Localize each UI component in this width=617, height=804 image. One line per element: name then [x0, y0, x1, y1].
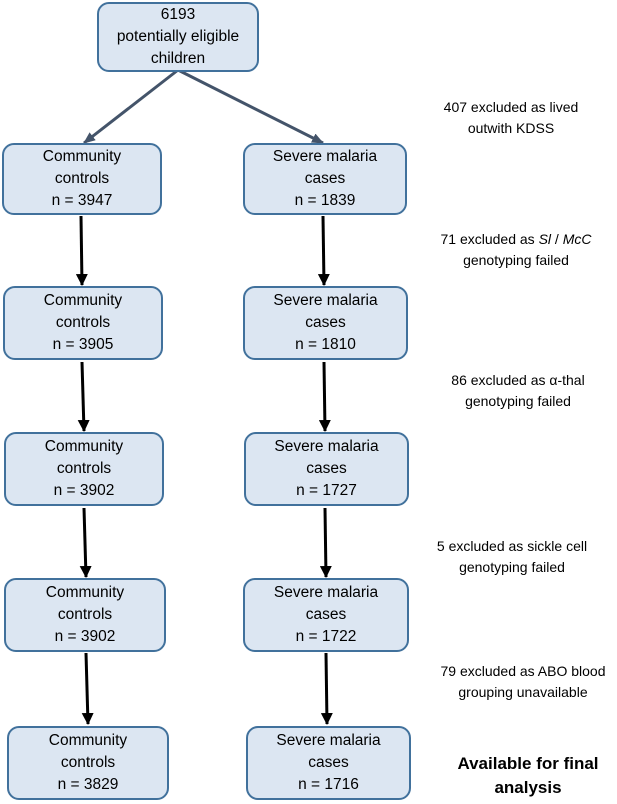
box-line: controls: [56, 460, 112, 477]
severe-malaria-box-4: Severe malaria cases n = 1722: [243, 578, 409, 652]
severe-malaria-box-3: Severe malaria cases n = 1727: [244, 432, 409, 506]
box-line: cases: [304, 170, 346, 187]
note-line: 407 excluded as lived: [443, 99, 579, 115]
community-controls-box-2: Community controls n = 3905: [3, 286, 163, 360]
arrow-right-4: [320, 652, 333, 725]
exclusion-note-5: 79 excluded as ABO blood grouping unavai…: [423, 661, 617, 703]
note-line: 79 excluded as ABO blood: [440, 663, 606, 679]
arrow-top-right: [177, 68, 324, 145]
final-label-line: analysis: [494, 778, 562, 797]
eligible-label-1: potentially eligible: [116, 28, 240, 45]
box-line: controls: [57, 606, 113, 623]
box-line: controls: [54, 170, 110, 187]
severe-malaria-box-2: Severe malaria cases n = 1810: [243, 286, 408, 360]
arrow-left-1: [75, 215, 88, 286]
box-count: n = 3905: [52, 336, 114, 353]
note-line: genotyping failed: [459, 559, 565, 575]
box-line: Community: [45, 584, 125, 601]
note-line: outwith KDSS: [467, 120, 555, 136]
box-line: Community: [48, 732, 128, 749]
note-line: genotyping failed: [465, 393, 571, 409]
exclusion-note-4: 5 excluded as sickle cell genotyping fai…: [412, 536, 612, 578]
box-line: Community: [43, 292, 123, 309]
arrow-top-left: [83, 68, 179, 145]
box-line: cases: [305, 606, 347, 623]
box-line: cases: [305, 314, 346, 331]
arrow-right-2: [318, 361, 331, 432]
exclusion-note-3: 86 excluded as α-thal genotyping failed: [418, 370, 617, 412]
box-count: n = 3902: [53, 482, 115, 499]
eligible-label-2: children: [150, 50, 206, 67]
note-line: genotyping failed: [463, 252, 569, 268]
community-controls-box-5: Community controls n = 3829: [7, 726, 169, 800]
community-controls-box-3: Community controls n = 3902: [4, 432, 164, 506]
severe-malaria-box-1: Severe malaria cases n = 1839: [243, 143, 407, 215]
arrow-left-2: [77, 361, 90, 432]
box-line: Severe malaria: [273, 292, 378, 309]
box-line: Severe malaria: [274, 438, 379, 455]
box-line: cases: [306, 460, 347, 477]
box-line: Severe malaria: [276, 732, 381, 749]
note-line: grouping unavailable: [458, 684, 588, 700]
final-label-line: Available for final: [457, 754, 599, 773]
note-line: 5 excluded as sickle cell: [436, 538, 588, 554]
box-count: n = 3829: [57, 776, 119, 793]
exclusion-note-1: 407 excluded as lived outwith KDSS: [411, 97, 611, 139]
arrow-left-3: [79, 507, 92, 578]
box-line: Severe malaria: [273, 584, 379, 601]
box-line: controls: [55, 314, 111, 331]
box-line: cases: [308, 754, 349, 771]
box-count: n = 3902: [54, 628, 116, 645]
box-count: n = 1727: [296, 482, 357, 499]
box-line: Severe malaria: [272, 148, 378, 165]
box-line: controls: [60, 754, 116, 771]
box-count: n = 1839: [294, 192, 356, 209]
community-controls-box-4: Community controls n = 3902: [4, 578, 166, 652]
arrow-right-3: [319, 507, 332, 578]
arrow-right-1: [317, 215, 330, 286]
box-line: Community: [44, 438, 124, 455]
box-count: n = 1722: [295, 628, 357, 645]
box-count: n = 3947: [51, 192, 113, 209]
community-controls-box-1: Community controls n = 3947: [2, 143, 162, 215]
note-line: 86 excluded as α-thal: [451, 372, 585, 388]
box-count: n = 1810: [295, 336, 356, 353]
note-line-1: 71 excluded as Sl / McC: [440, 231, 592, 247]
exclusion-note-2: 71 excluded as Sl / McC genotyping faile…: [416, 229, 616, 271]
final-analysis-label: Available for final analysis: [438, 752, 617, 800]
box-line: Community: [42, 148, 122, 165]
arrow-left-4: [81, 652, 94, 725]
eligible-children-box: 6193 potentially eligible children: [97, 2, 259, 72]
box-count: n = 1716: [298, 776, 359, 793]
eligible-count: 6193: [160, 6, 196, 23]
severe-malaria-box-5: Severe malaria cases n = 1716: [246, 726, 411, 800]
